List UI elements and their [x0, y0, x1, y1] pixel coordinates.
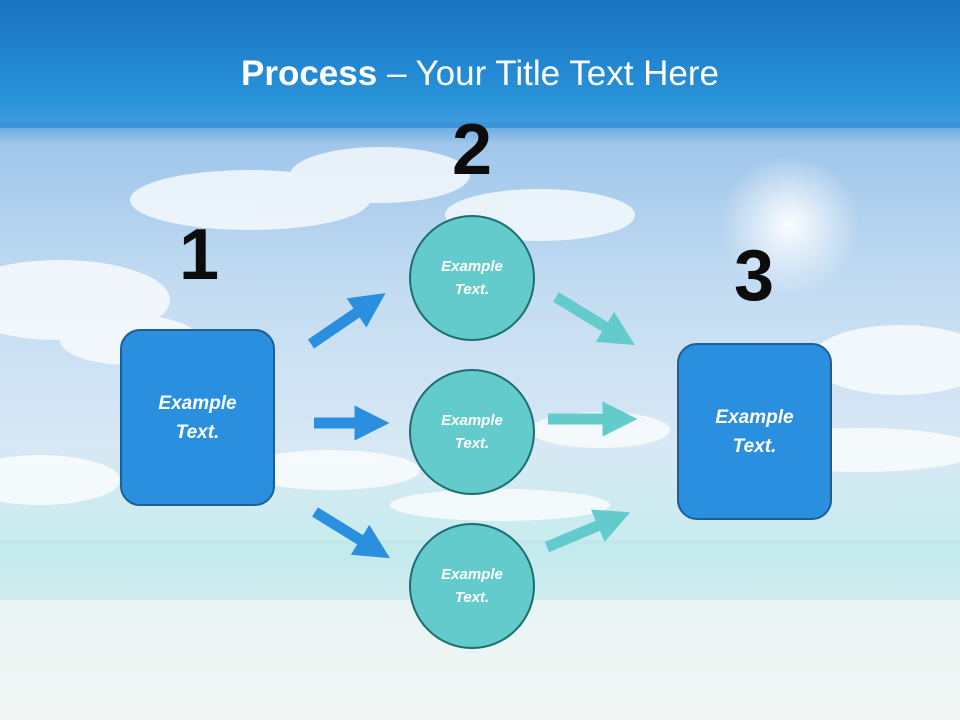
left-box: Example Text.	[120, 329, 275, 506]
circle-middle: Example Text.	[409, 369, 535, 495]
circle-top: Example Text.	[409, 215, 535, 341]
circle-top-text: Example Text.	[441, 258, 503, 298]
slide-title-bold: Process	[241, 54, 378, 93]
step-1-number: 1	[178, 215, 220, 295]
arrow-bottom-to-right	[544, 509, 631, 553]
title-bar	[0, 0, 960, 128]
circle-bottom: Example Text.	[409, 523, 535, 649]
arrow-left-to-top	[307, 293, 386, 349]
right-box: Example Text.	[677, 343, 832, 520]
arrow-left-to-bottom	[312, 507, 390, 559]
sun-glow	[720, 155, 860, 295]
title-bar-fade	[0, 122, 960, 144]
slide-title-rest: – Your Title Text Here	[377, 54, 719, 93]
arrow-top-to-right	[553, 292, 636, 346]
circle-middle-text: Example Text.	[441, 412, 503, 452]
slide-title: Process – Your Title Text Here	[0, 52, 960, 96]
left-box-text: Example Text.	[158, 392, 237, 443]
circle-bottom-text: Example Text.	[441, 566, 503, 606]
step-3-number: 3	[733, 236, 775, 316]
step-2-number: 2	[451, 110, 493, 190]
right-box-text: Example Text.	[715, 406, 794, 457]
